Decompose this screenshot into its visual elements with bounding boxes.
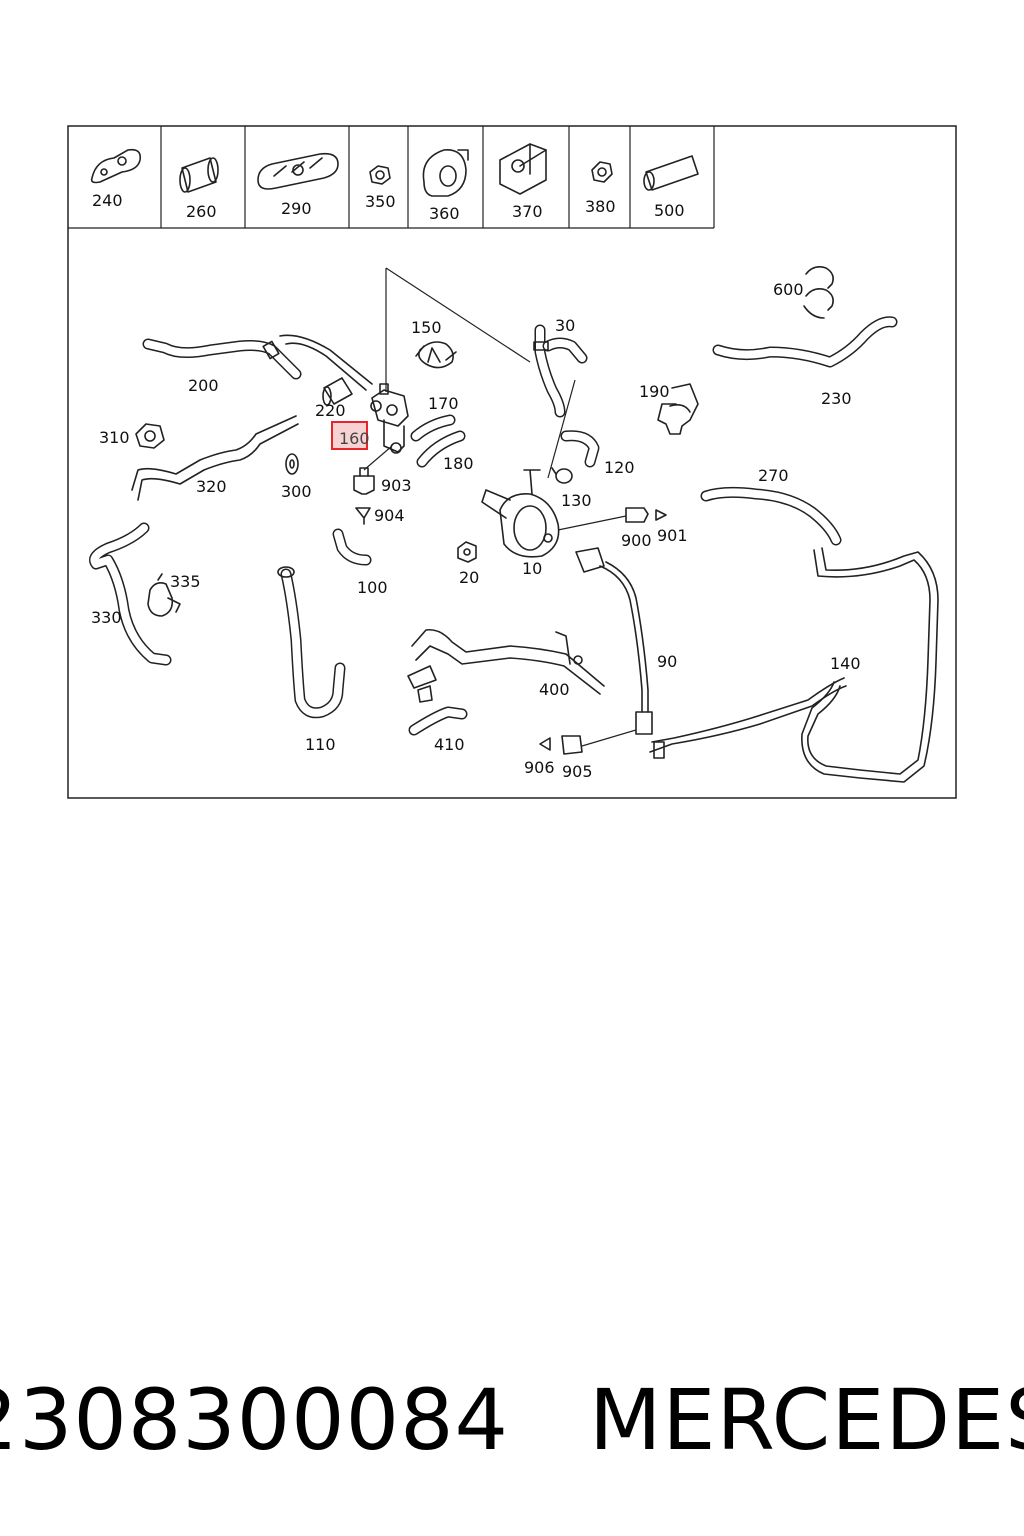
part-180-drawing: [416, 430, 466, 468]
callout-20: 20: [459, 568, 479, 587]
part-140-drawing: [649, 547, 939, 783]
part-370-icon: [499, 143, 547, 195]
callout-100: 100: [357, 578, 388, 597]
callout-330: 330: [91, 608, 122, 627]
callout-140: 140: [830, 654, 861, 673]
callout-320: 320: [196, 477, 227, 496]
part-330-drawing: [89, 522, 172, 666]
part-400-drawing: [407, 628, 605, 703]
callout-30: 30: [555, 316, 575, 335]
part-310-drawing: [135, 423, 165, 449]
part-number: 2308300084: [0, 1371, 509, 1469]
callout-903: 903: [381, 476, 412, 495]
callout-10: 10: [522, 559, 542, 578]
callout-335: 335: [170, 572, 201, 591]
legend-label-370: 370: [512, 202, 543, 221]
part-300-drawing: [285, 453, 299, 475]
callout-270: 270: [758, 466, 789, 485]
legend-label-240: 240: [92, 191, 123, 210]
part-900-drawing: [557, 507, 649, 531]
callout-90: 90: [657, 652, 677, 671]
callout-220: 220: [315, 401, 346, 420]
part-500-icon: [643, 155, 699, 191]
part-901-drawing: [655, 509, 667, 521]
callout-900: 900: [621, 531, 652, 550]
part-110-drawing: [277, 566, 346, 719]
part-360-icon: [422, 149, 469, 197]
callout-180: 180: [443, 454, 474, 473]
callout-160: 160: [339, 429, 370, 448]
part-906-drawing: [539, 737, 551, 751]
legend-strip: 240 260 290 350 360 370 380 500: [68, 126, 715, 229]
diagram-parts: [89, 266, 939, 783]
part-350-icon: [369, 165, 391, 185]
highlight-box-160: [331, 421, 368, 450]
part-290-icon: [257, 152, 339, 190]
part-150-drawing: [415, 341, 457, 369]
callout-905: 905: [562, 762, 593, 781]
legend-label-290: 290: [281, 199, 312, 218]
legend-label-260: 260: [186, 202, 217, 221]
part-120-drawing: [560, 430, 600, 468]
part-200-drawing: [142, 334, 373, 391]
part-90-drawing: [575, 547, 653, 747]
part-30-drawing: [533, 324, 588, 418]
part-905-drawing: [561, 735, 583, 755]
part-600-drawing: [803, 266, 834, 319]
callout-310: 310: [99, 428, 130, 447]
part-903-drawing: [353, 467, 375, 495]
callout-300: 300: [281, 482, 312, 501]
legend-label-500: 500: [654, 201, 685, 220]
caption-bar: 2308300084 MERCEDES: [0, 1370, 1024, 1470]
legend-label-360: 360: [429, 204, 460, 223]
legend-label-350: 350: [365, 192, 396, 211]
part-190-drawing: [657, 383, 699, 435]
part-10-drawing: [481, 469, 560, 558]
callout-901: 901: [657, 526, 688, 545]
part-20-drawing: [457, 541, 477, 563]
part-270-drawing: [700, 486, 842, 546]
callout-400: 400: [539, 680, 570, 699]
callout-200: 200: [188, 376, 219, 395]
callout-904: 904: [374, 506, 405, 525]
legend-label-380: 380: [585, 197, 616, 216]
part-260-icon: [179, 157, 219, 193]
part-320-drawing: [131, 415, 299, 501]
callout-906: 906: [524, 758, 555, 777]
callout-labels: 600 230 30 150 200 220 170 160 310 180 1…: [91, 280, 861, 781]
callout-190: 190: [639, 382, 670, 401]
part-160-drawing: [370, 383, 409, 454]
callout-130: 130: [561, 491, 592, 510]
part-220-drawing: [322, 377, 353, 406]
part-230-drawing: [712, 316, 898, 368]
part-380-icon: [591, 161, 613, 183]
part-100-drawing: [332, 528, 372, 566]
part-904-drawing: [355, 507, 371, 525]
brand-name: MERCEDES: [588, 1371, 1024, 1469]
part-170-drawing: [410, 414, 456, 442]
callout-110: 110: [305, 735, 336, 754]
diagram-frame: [67, 125, 957, 799]
callout-120: 120: [604, 458, 635, 477]
part-410-drawing: [408, 706, 468, 736]
callout-230: 230: [821, 389, 852, 408]
part-240-icon: [90, 148, 142, 184]
callout-170: 170: [428, 394, 459, 413]
part-130-drawing: [551, 467, 573, 484]
callout-600: 600: [773, 280, 804, 299]
callout-410: 410: [434, 735, 465, 754]
callout-150: 150: [411, 318, 442, 337]
part-335-drawing: [147, 573, 181, 617]
